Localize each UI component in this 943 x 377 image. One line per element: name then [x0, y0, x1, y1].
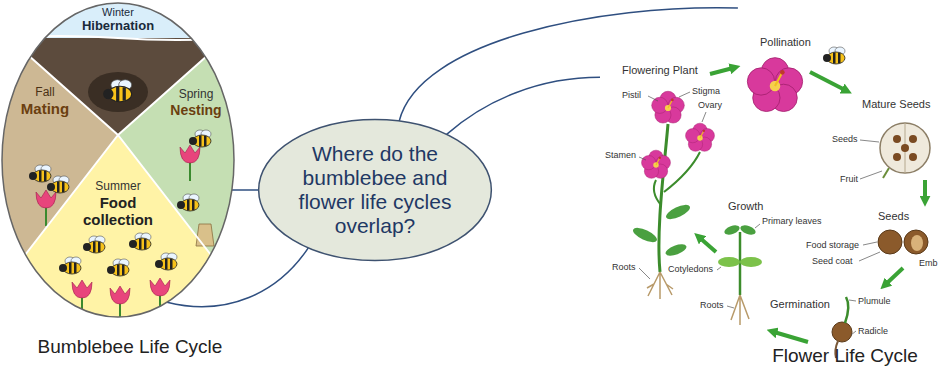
- seeds: [878, 230, 928, 254]
- part-label: Radicle: [858, 326, 888, 336]
- flowering-plant: [631, 91, 714, 299]
- connector-line: [447, 77, 600, 134]
- season-activity: Food collection: [73, 194, 163, 229]
- question-text: Where do the bumblebee and flower life c…: [275, 142, 475, 239]
- season-wedge: SpringNesting: [164, 86, 228, 120]
- question-ellipse: Where do the bumblebee and flower life c…: [257, 118, 493, 262]
- cycle-caption: Flower Life Cycle: [750, 345, 940, 367]
- part-label: Ovary: [698, 100, 722, 110]
- season-wedge: FallMating: [14, 84, 76, 120]
- cycle-caption: Bumblebee Life Cycle: [0, 336, 265, 358]
- season-name: Summer: [95, 180, 140, 194]
- season-circle: [0, 0, 236, 320]
- part-label: Emb: [919, 258, 938, 268]
- seedling: [718, 224, 762, 325]
- part-label: Pollination: [760, 36, 811, 49]
- leader-lines: [639, 92, 882, 335]
- season-name: Fall: [35, 86, 54, 100]
- part-label: Roots: [700, 300, 724, 310]
- mature-seed-pod: [880, 123, 930, 178]
- bee-cycle-circle: Bumblebee Life CycleWinterHibernationFal…: [0, 0, 236, 320]
- flower-cycle-region: Flower Life Cycle: [600, 8, 943, 338]
- season-name: Spring: [179, 88, 214, 102]
- season-wedge: WinterHibernation: [68, 5, 168, 35]
- part-label: Primary leaves: [762, 216, 822, 226]
- part-label: Seed coat: [812, 256, 853, 266]
- connector-line: [232, 189, 259, 191]
- season-activity: Nesting: [170, 102, 221, 118]
- pollination-flower: [747, 47, 845, 112]
- season-name: Winter: [102, 6, 134, 19]
- part-label: Mature Seeds: [862, 98, 930, 111]
- part-label: Fruit: [840, 174, 858, 184]
- part-label: Cotyledons: [668, 264, 713, 274]
- part-label: Growth: [728, 200, 763, 213]
- part-label: Roots: [612, 262, 636, 272]
- part-label: Flowering Plant: [622, 64, 698, 77]
- part-label: Pistil: [622, 90, 641, 100]
- part-label: Food storage: [806, 240, 859, 250]
- connector-line: [399, 8, 738, 121]
- season-activity: Hibernation: [82, 19, 154, 34]
- season-wedge: SummerFood collection: [73, 179, 163, 229]
- part-label: Seeds: [832, 134, 858, 144]
- part-label: Stamen: [605, 150, 636, 160]
- part-label: Plumule: [858, 296, 891, 306]
- part-label: Germination: [770, 298, 830, 311]
- season-activity: Mating: [21, 100, 69, 117]
- part-label: Seeds: [878, 210, 909, 223]
- part-label: Stigma: [692, 86, 720, 96]
